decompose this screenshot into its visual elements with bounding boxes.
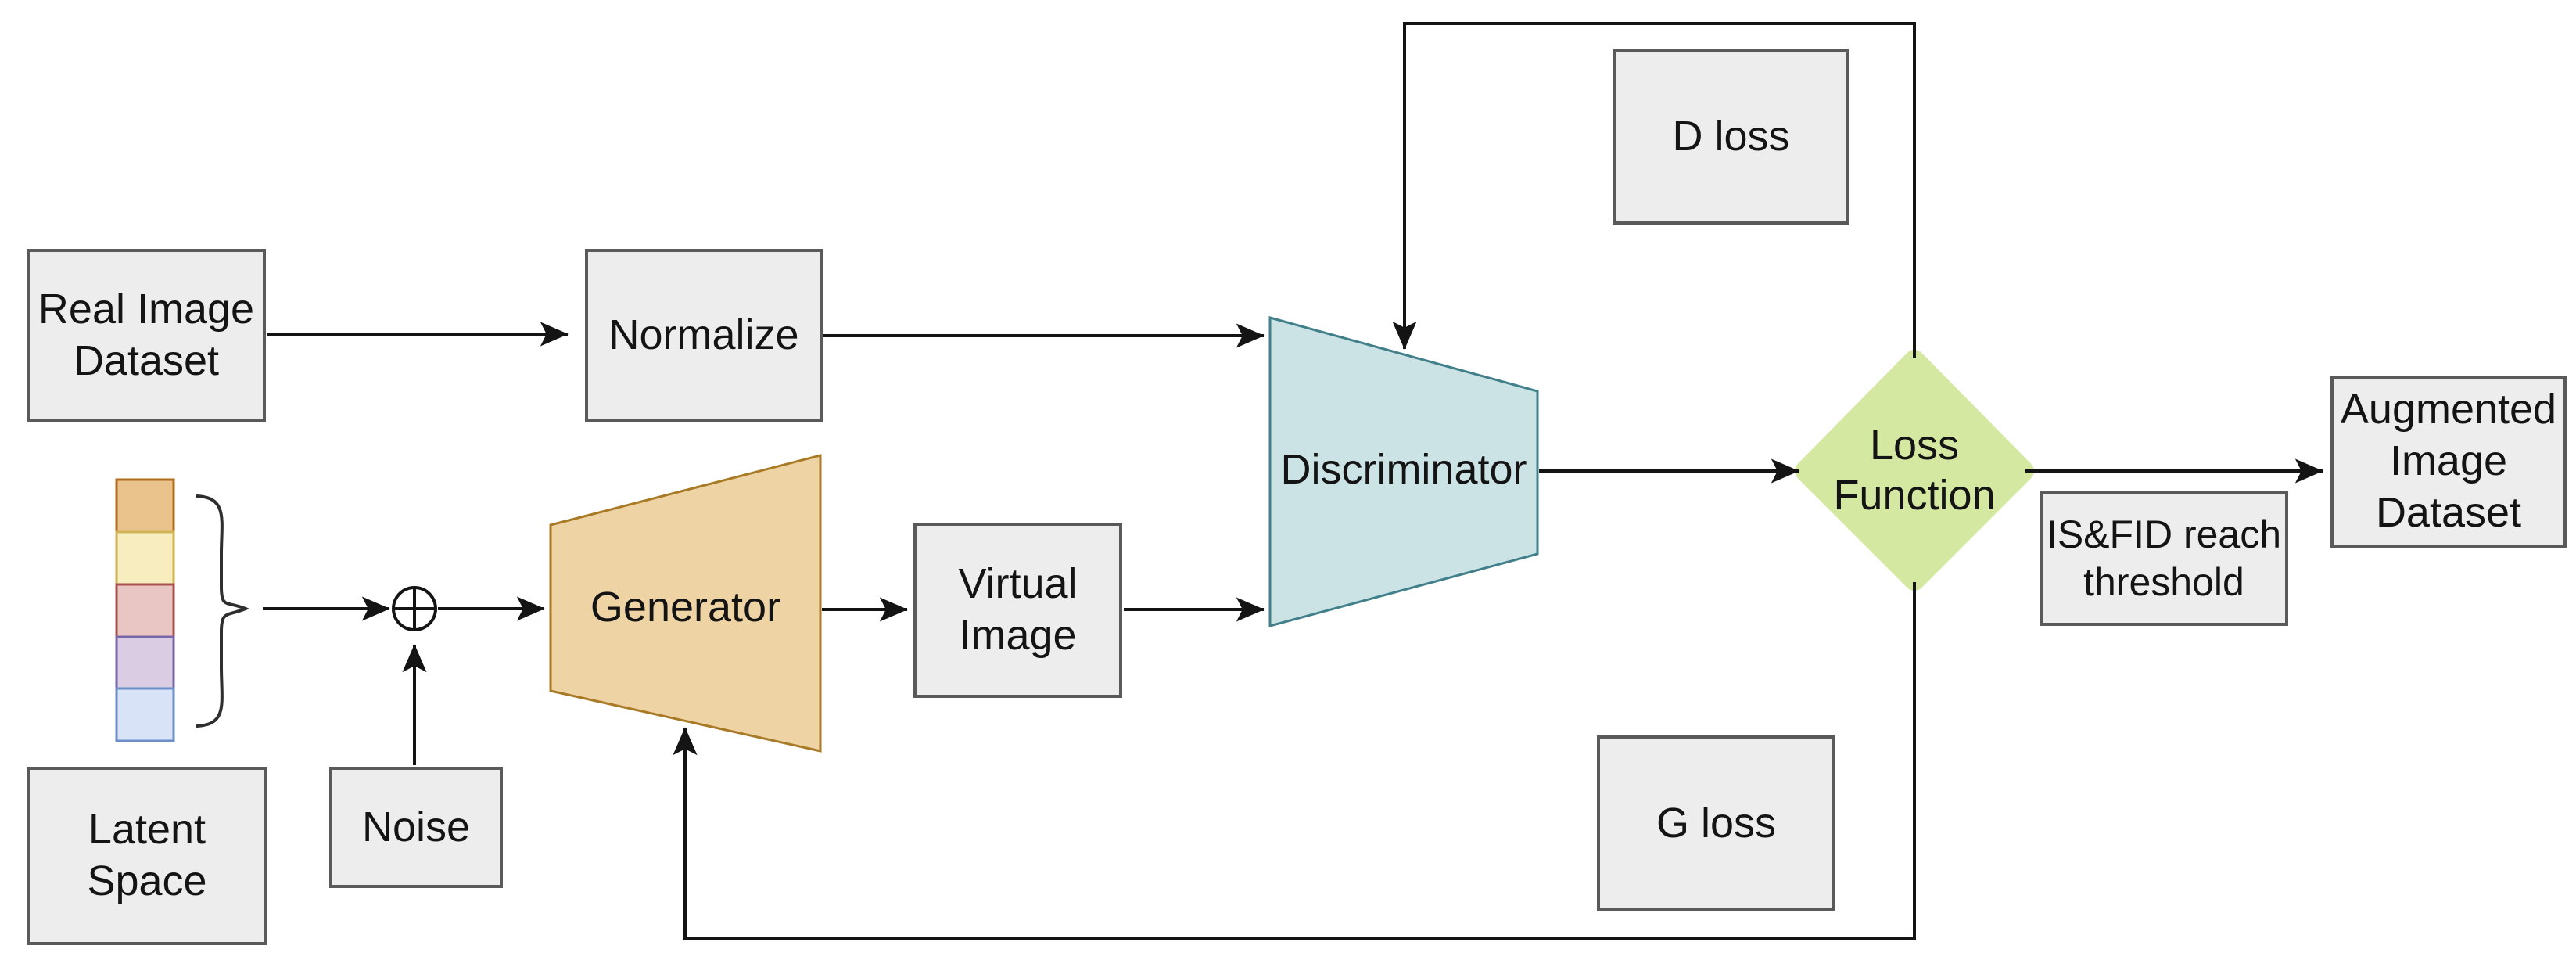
node-isfid-threshold-label: IS&FID reach threshold <box>2046 512 2282 604</box>
latent-cell-5 <box>115 687 175 742</box>
latent-cell-3 <box>115 583 175 638</box>
discriminator-shape <box>1268 316 1539 627</box>
feedback-loop-d <box>1392 22 1916 358</box>
feedback-loop-g <box>673 582 1916 940</box>
loss-function-diamond <box>1795 350 2034 591</box>
node-normalize: Normalize <box>585 249 823 422</box>
node-g-loss-label: G loss <box>1656 799 1777 847</box>
node-augmented-image-dataset-label: Augmented Image Dataset <box>2340 386 2557 536</box>
node-d-loss-label: D loss <box>1672 113 1790 160</box>
latent-cell-1 <box>115 478 175 534</box>
add-noise-node-icon <box>392 586 437 631</box>
generator-shape <box>549 454 822 753</box>
node-augmented-image-dataset: Augmented Image Dataset <box>2330 376 2567 548</box>
brace-icon <box>196 494 250 728</box>
node-virtual-image-label: Virtual Image <box>958 560 1078 659</box>
latent-cell-2 <box>115 530 175 586</box>
node-virtual-image: Virtual Image <box>913 523 1122 698</box>
node-normalize-label: Normalize <box>608 311 799 359</box>
node-noise-label: Noise <box>361 803 471 850</box>
node-d-loss: D loss <box>1613 49 1849 225</box>
latent-vector-stack <box>115 478 175 742</box>
node-g-loss: G loss <box>1597 735 1835 911</box>
node-latent-space: Latent Space <box>27 767 267 945</box>
latent-cell-4 <box>115 635 175 690</box>
connectors <box>263 22 2323 940</box>
node-isfid-threshold: IS&FID reach threshold <box>2040 491 2288 626</box>
node-latent-space-label: Latent Space <box>87 806 207 904</box>
node-real-image-dataset-label: Real Image Dataset <box>38 286 255 384</box>
node-real-image-dataset: Real Image Dataset <box>27 249 266 422</box>
node-noise: Noise <box>329 767 503 888</box>
